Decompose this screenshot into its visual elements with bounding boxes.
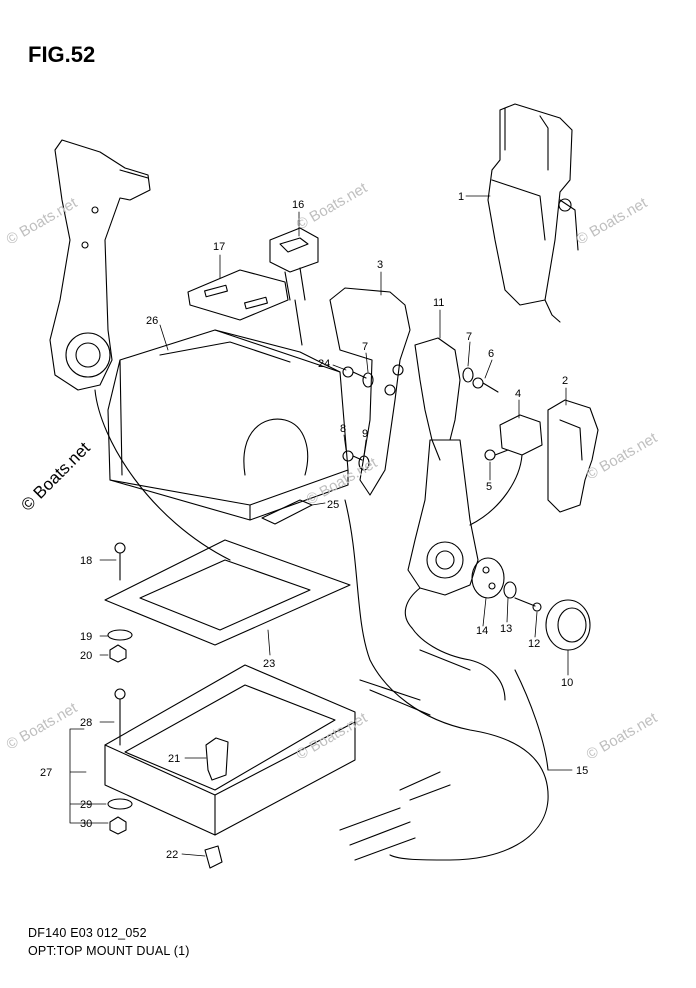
watermark-6: © Boats.net — [4, 699, 81, 753]
part-7-washer-right[interactable] — [462, 367, 474, 383]
callout-17[interactable]: 17 — [213, 241, 225, 253]
part-8-screw[interactable] — [342, 450, 363, 462]
part-12-bolt[interactable] — [514, 597, 542, 612]
callout-4[interactable]: 4 — [515, 388, 521, 400]
part-20-nut[interactable] — [109, 644, 127, 663]
part-28-bolt[interactable] — [114, 688, 126, 746]
figure-title: FIG.52 — [28, 42, 96, 67]
watermark-1: © Boats.net — [4, 194, 81, 248]
leader-lines — [69, 195, 573, 857]
part-27-base[interactable] — [104, 664, 356, 836]
callout-15[interactable]: 15 — [576, 765, 588, 777]
part-10-cap[interactable] — [545, 599, 591, 651]
callout-9[interactable]: 9 — [362, 428, 368, 440]
watermark-5: © Boats.net — [584, 429, 661, 483]
callout-28[interactable]: 28 — [80, 717, 92, 729]
callout-22[interactable]: 22 — [166, 849, 178, 861]
watermark-3: © Boats.net — [294, 179, 371, 233]
part-29-washer[interactable] — [107, 798, 133, 810]
watermark-7: © Boats.net — [584, 709, 661, 763]
callout-12[interactable]: 12 — [528, 638, 540, 650]
callout-13[interactable]: 13 — [500, 623, 512, 635]
part-30-nut[interactable] — [109, 816, 127, 835]
part-23-gasket[interactable] — [104, 539, 351, 646]
callout-27[interactable]: 27 — [40, 767, 52, 779]
part-9-washer[interactable] — [358, 455, 370, 471]
part-4-neutral-switch[interactable] — [469, 414, 543, 526]
callout-24[interactable]: 24 — [318, 358, 330, 370]
callout-3[interactable]: 3 — [377, 259, 383, 271]
part-14-plate[interactable] — [471, 557, 505, 599]
watermark-8: © Boats.net — [294, 709, 371, 763]
figure-code: DF140 E03 012_052 — [28, 926, 147, 940]
callout-21[interactable]: 21 — [168, 753, 180, 765]
callout-26[interactable]: 26 — [146, 315, 158, 327]
watermarks: © Boats.net © Boats.net © Boats.net © Bo… — [4, 179, 661, 763]
part-22-clip[interactable] — [204, 845, 223, 869]
part-19-washer[interactable] — [107, 629, 133, 641]
part-15-harness[interactable] — [339, 499, 549, 861]
callout-25[interactable]: 25 — [327, 499, 339, 511]
part-13-washer[interactable] — [503, 581, 517, 599]
right-lever-handle[interactable] — [404, 439, 479, 629]
callout-18[interactable]: 18 — [80, 555, 92, 567]
callout-19[interactable]: 19 — [80, 631, 92, 643]
side-watermark: © Boats.net — [17, 438, 94, 515]
callout-23[interactable]: 23 — [263, 658, 275, 670]
watermark-2: © Boats.net — [574, 194, 651, 248]
figure-caption: OPT:TOP MOUNT DUAL (1) — [28, 944, 190, 958]
callout-labels: 1 2 3 4 5 6 7 7 8 9 10 11 12 13 14 15 16… — [40, 191, 588, 861]
part-25-seal[interactable] — [261, 499, 313, 525]
left-lever-handle[interactable] — [49, 139, 231, 561]
part-6-screw[interactable] — [472, 377, 499, 393]
part-5-screw[interactable] — [484, 449, 509, 461]
part-16-switch[interactable] — [269, 227, 319, 346]
callout-6[interactable]: 6 — [488, 348, 494, 360]
callout-1[interactable]: 1 — [458, 191, 464, 203]
part-26-cover[interactable] — [107, 329, 349, 521]
callout-2[interactable]: 2 — [562, 375, 568, 387]
part-1-control-assembly[interactable] — [487, 103, 579, 323]
part-7-washer-left[interactable] — [362, 372, 374, 388]
part-18-bolt[interactable] — [114, 542, 126, 581]
part-11-lever-arm[interactable] — [414, 337, 461, 461]
callout-30[interactable]: 30 — [80, 818, 92, 830]
part-2-grip[interactable] — [547, 399, 599, 513]
callout-10[interactable]: 10 — [561, 677, 573, 689]
callout-7-left[interactable]: 7 — [362, 341, 368, 353]
callout-16[interactable]: 16 — [292, 199, 304, 211]
callout-14[interactable]: 14 — [476, 625, 488, 637]
callout-5[interactable]: 5 — [486, 481, 492, 493]
callout-11[interactable]: 11 — [433, 297, 444, 309]
part-3-lever[interactable] — [329, 287, 411, 496]
part-21-bushing[interactable] — [205, 737, 229, 781]
callout-20[interactable]: 20 — [80, 650, 92, 662]
callout-8[interactable]: 8 — [340, 423, 346, 435]
callout-7-right[interactable]: 7 — [466, 331, 472, 343]
part-17-bracket[interactable] — [187, 269, 289, 321]
callout-29[interactable]: 29 — [80, 799, 92, 811]
part-24-screw[interactable] — [342, 366, 367, 379]
